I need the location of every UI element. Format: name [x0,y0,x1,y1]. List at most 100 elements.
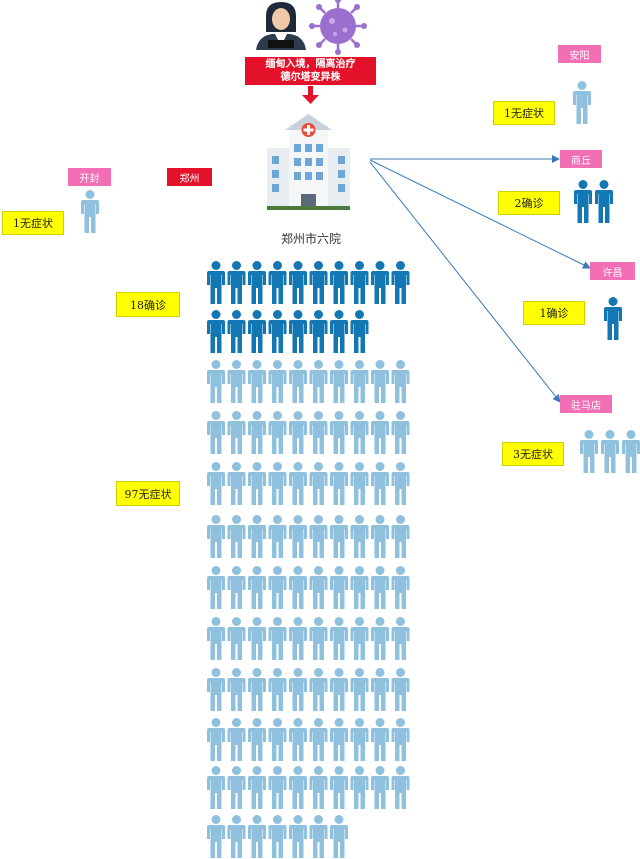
source-label: 缅甸入境，隔离治疗 德尔塔变异株 [245,57,376,85]
person-asymptomatic-icon [289,515,307,558]
person-asymptomatic-icon [289,668,307,711]
person-asymptomatic-icon [371,566,389,609]
person-confirmed-icon [248,310,266,353]
person-confirmed-icon [350,310,369,353]
person-asymptomatic-icon [391,566,410,609]
person-confirmed-icon [330,310,348,353]
person-asymptomatic-icon [330,515,348,558]
person-asymptomatic-icon [207,766,225,809]
person-confirmed-icon [289,261,307,304]
city-label-zhengzhou: 郑州 [167,168,212,186]
person-asymptomatic-icon [207,360,225,403]
person-asymptomatic-icon [371,766,389,809]
person-asymptomatic-icon [268,566,287,609]
person-asymptomatic-icon [391,668,410,711]
person-asymptomatic-icon [330,360,348,403]
person-confirmed-icon [289,310,307,353]
city-label-zhumadian: 驻马店 [560,395,612,413]
person-confirmed-icon [268,261,287,304]
person-asymptomatic-icon [309,360,328,403]
person-confirmed-icon [371,261,389,304]
person-asymptomatic-icon [391,462,410,505]
person-asymptomatic-icon [330,815,348,858]
person-asymptomatic-icon [371,617,389,660]
person-asymptomatic-icon [350,566,369,609]
person-asymptomatic-icon [391,617,410,660]
person-confirmed-icon [350,261,369,304]
person-asymptomatic-icon [622,430,640,473]
person-asymptomatic-icon [309,668,328,711]
person-confirmed-icon [604,297,622,340]
person-asymptomatic-icon [81,190,99,233]
person-asymptomatic-icon [371,718,389,761]
person-asymptomatic-icon [350,617,369,660]
person-asymptomatic-icon [268,617,287,660]
person-asymptomatic-icon [371,462,389,505]
person-confirmed-icon [268,310,287,353]
person-asymptomatic-icon [309,462,328,505]
person-asymptomatic-icon [227,566,246,609]
person-asymptomatic-icon [371,411,389,454]
person-asymptomatic-icon [207,815,225,858]
person-confirmed-icon [309,310,328,353]
person-asymptomatic-icon [289,617,307,660]
person-asymptomatic-icon [227,766,246,809]
person-asymptomatic-icon [268,462,287,505]
person-asymptomatic-icon [207,566,225,609]
person-asymptomatic-icon [371,515,389,558]
city-label-xuchang: 许昌 [590,262,635,280]
person-asymptomatic-icon [268,815,287,858]
person-confirmed-icon [207,261,225,304]
person-asymptomatic-icon [289,766,307,809]
person-asymptomatic-icon [207,411,225,454]
person-confirmed-icon [248,261,266,304]
person-asymptomatic-icon [268,411,287,454]
person-asymptomatic-icon [350,668,369,711]
person-asymptomatic-icon [309,566,328,609]
person-asymptomatic-icon [227,718,246,761]
count-kaifeng: 1无症状 [2,211,64,235]
person-asymptomatic-icon [289,566,307,609]
person-asymptomatic-icon [350,360,369,403]
person-confirmed-icon [330,261,348,304]
city-label-kaifeng: 开封 [68,168,111,186]
person-confirmed-icon [227,261,246,304]
person-asymptomatic-icon [391,515,410,558]
person-asymptomatic-icon [371,668,389,711]
person-asymptomatic-icon [289,411,307,454]
count-zhengzhou-confirmed: 18确诊 [116,292,180,317]
person-asymptomatic-icon [309,617,328,660]
person-asymptomatic-icon [268,766,287,809]
person-asymptomatic-icon [227,668,246,711]
person-asymptomatic-icon [248,617,266,660]
person-asymptomatic-icon [350,515,369,558]
person-asymptomatic-icon [227,515,246,558]
person-asymptomatic-icon [330,462,348,505]
person-asymptomatic-icon [330,566,348,609]
person-asymptomatic-icon [309,515,328,558]
person-asymptomatic-icon [289,360,307,403]
person-asymptomatic-icon [573,81,591,124]
person-confirmed-icon [574,180,592,223]
person-asymptomatic-icon [580,430,598,473]
person-confirmed-icon [391,261,410,304]
person-asymptomatic-icon [248,566,266,609]
person-asymptomatic-icon [289,718,307,761]
person-asymptomatic-icon [248,411,266,454]
person-asymptomatic-icon [309,766,328,809]
person-asymptomatic-icon [391,411,410,454]
person-asymptomatic-icon [268,515,287,558]
count-shangqiu: 2确诊 [498,191,560,215]
person-asymptomatic-icon [350,766,369,809]
person-asymptomatic-icon [330,617,348,660]
person-asymptomatic-icon [207,462,225,505]
person-asymptomatic-icon [268,360,287,403]
person-asymptomatic-icon [248,668,266,711]
person-asymptomatic-icon [391,360,410,403]
person-asymptomatic-icon [248,462,266,505]
person-asymptomatic-icon [350,462,369,505]
